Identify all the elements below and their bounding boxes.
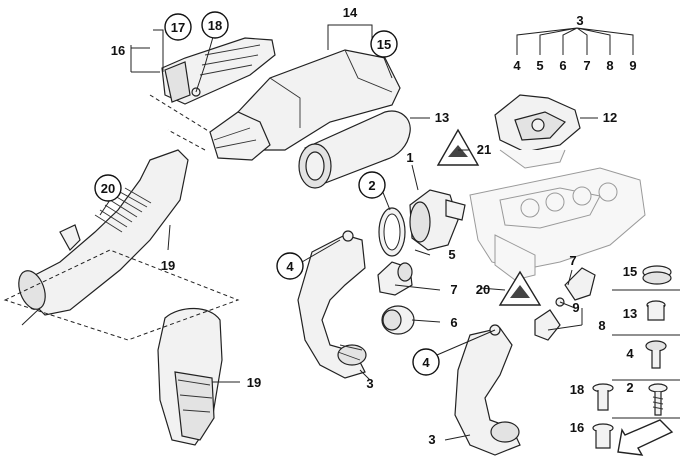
callout-4-top: 4 <box>513 58 521 73</box>
callout-5-top: 5 <box>536 58 543 73</box>
air-filter-housing <box>209 49 401 161</box>
bolt-4-icon <box>645 340 667 369</box>
legend-13: 13 <box>623 306 637 321</box>
callout-7-right: 7 <box>569 253 576 268</box>
callout-11: 13 <box>435 110 449 125</box>
callout-14: 16 <box>111 43 125 58</box>
callout-13: 15 <box>377 37 391 52</box>
clean-air-hose-right <box>454 324 521 456</box>
callout-6: 6 <box>450 315 457 330</box>
callout-19: 19 <box>247 375 261 390</box>
small-connector <box>534 267 596 341</box>
filter-element <box>298 110 411 189</box>
leader-lines <box>21 24 634 441</box>
callout-7-top: 7 <box>583 58 590 73</box>
warning-triangle-21 <box>436 128 480 166</box>
callout-10: 12 <box>603 110 617 125</box>
callout-4-left: 4 <box>286 259 294 274</box>
callout-8-top: 8 <box>606 58 613 73</box>
bolt-13-icon <box>646 300 666 321</box>
callout-5: 5 <box>448 247 455 262</box>
callout-18: 20 <box>101 181 115 196</box>
callout-7-mid: 7 <box>450 282 457 297</box>
legend-2: 2 <box>626 380 633 395</box>
rubber-grommet <box>381 305 415 335</box>
callout-9-right: 9 <box>572 300 579 315</box>
seal-ring <box>378 207 406 257</box>
group-boundary-upper <box>149 94 211 151</box>
callout-3-bottom: 3 <box>428 432 435 447</box>
callout-8-right: 8 <box>598 318 605 333</box>
callout-3-left: 3 <box>366 376 373 391</box>
legend-15: 15 <box>623 264 637 279</box>
callout-17: 19 <box>161 258 175 273</box>
callout-1: 1 <box>406 150 413 165</box>
callout-9-top: 9 <box>629 58 636 73</box>
callout-4-right: 4 <box>422 355 430 370</box>
callout-21: 21 <box>477 142 491 157</box>
intake-duct <box>18 149 189 316</box>
callout-circles <box>94 11 440 376</box>
callout-15: 17 <box>171 20 185 35</box>
elbow-connector <box>377 261 413 296</box>
warning-triangle-20 <box>498 270 542 306</box>
callout-6-top: 6 <box>559 58 566 73</box>
cover-bracket <box>494 94 581 169</box>
callout-20: 20 <box>476 282 490 297</box>
screw-2-icon <box>648 383 668 416</box>
callout-3-top: 3 <box>576 13 583 28</box>
air-flow-sensor <box>409 189 466 251</box>
group-boundary-lower <box>3 249 240 341</box>
legend-18: 18 <box>570 382 584 397</box>
grommet-15-icon <box>642 265 672 285</box>
legend-labels: 15 13 4 18 2 16 <box>570 264 637 435</box>
screw-18-icon <box>592 383 614 411</box>
callout-labels: 3 4 5 6 7 8 9 14 15 16 17 18 13 12 21 1 … <box>101 5 637 447</box>
legend-16: 16 <box>570 420 584 435</box>
resonator-duct <box>157 307 223 446</box>
legend-icons <box>592 265 674 456</box>
legend-4: 4 <box>626 346 634 361</box>
legend-separators <box>612 289 680 419</box>
callout-12: 14 <box>343 5 358 20</box>
clean-air-hose-left <box>297 230 367 379</box>
bolt-16-icon <box>592 423 614 449</box>
arrow-icon <box>617 419 674 456</box>
callout-2: 2 <box>368 178 375 193</box>
callout-16: 18 <box>208 18 222 33</box>
cylinder-head-cover <box>469 167 646 281</box>
